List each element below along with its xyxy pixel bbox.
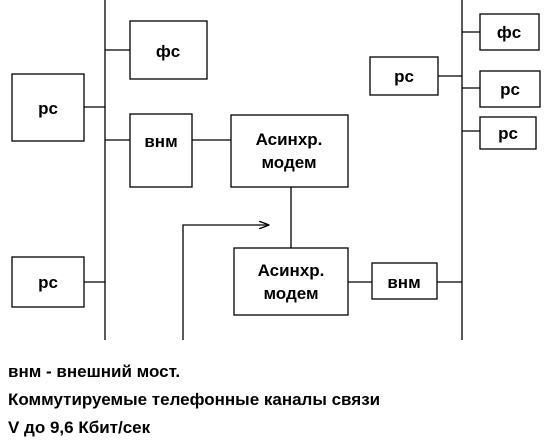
box-right-fs: фс bbox=[479, 13, 540, 51]
svg-text:Асинхр.: Асинхр. bbox=[256, 130, 323, 149]
caption-legend: внм - внешний мост. bbox=[8, 362, 181, 381]
svg-text:рс: рс bbox=[38, 99, 58, 118]
box-right-pc-3: рс bbox=[479, 116, 537, 150]
caption-channel-type: Коммутируемые телефонные каналы связи bbox=[8, 390, 381, 409]
box-modem-bottom: Асинхр. модем bbox=[233, 247, 349, 316]
svg-text:внм: внм bbox=[144, 132, 177, 151]
svg-text:модем: модем bbox=[261, 153, 316, 172]
box-modem-top: Асинхр. модем bbox=[230, 114, 349, 188]
caption-speed: V до 9,6 Кбит/сек bbox=[8, 418, 151, 437]
svg-text:фс: фс bbox=[497, 23, 521, 42]
box-left-bridge: внм bbox=[129, 113, 193, 188]
box-right-bridge: внм bbox=[371, 262, 438, 300]
box-right-pc-2: рс bbox=[479, 70, 541, 108]
svg-text:рс: рс bbox=[500, 80, 520, 99]
box-right-pc: рс bbox=[369, 56, 439, 96]
svg-text:фс: фс bbox=[156, 42, 180, 61]
svg-text:Асинхр.: Асинхр. bbox=[258, 261, 325, 280]
svg-text:модем: модем bbox=[263, 284, 318, 303]
box-left-fs: фс bbox=[129, 20, 208, 80]
svg-text:рс: рс bbox=[394, 67, 414, 86]
svg-text:рс: рс bbox=[498, 124, 518, 143]
svg-text:рс: рс bbox=[38, 273, 58, 292]
box-left-pc-top: рс bbox=[11, 73, 85, 142]
arrow-line bbox=[182, 225, 268, 340]
svg-text:внм: внм bbox=[387, 273, 420, 292]
box-left-pc-bottom: рс bbox=[11, 256, 85, 308]
